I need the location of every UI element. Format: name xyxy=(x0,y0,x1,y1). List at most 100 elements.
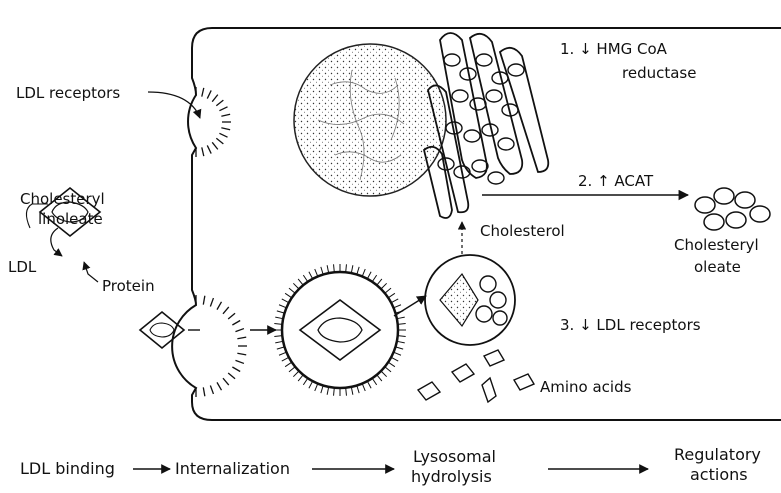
receptor-mark xyxy=(223,378,229,385)
lysosome-droplets xyxy=(476,276,507,325)
coated-vesicle-bristle xyxy=(309,272,313,279)
coated-vesicle-bristle xyxy=(334,388,335,396)
coated-vesicle-bristle xyxy=(372,378,376,385)
flow-ldl-binding: LDL binding xyxy=(20,459,115,478)
receptor-mark xyxy=(235,329,243,332)
coated-vesicle-bristle xyxy=(289,288,295,293)
coated-vesicle-bristle xyxy=(396,347,404,349)
coated-vesicle-bristle xyxy=(327,387,329,395)
receptor-mark xyxy=(221,114,230,116)
coated-vesicle-bristle xyxy=(372,275,376,282)
coated-vesicle-bristle xyxy=(279,305,286,308)
coated-vesicle-bristle xyxy=(391,357,398,361)
receptor-mark xyxy=(203,296,205,305)
coated-vesicle-bristle xyxy=(315,384,318,391)
label-ldl: LDL xyxy=(8,258,37,276)
er-vesicle xyxy=(508,64,524,76)
coated-vesicle-bristle xyxy=(321,267,323,275)
er-vesicle xyxy=(464,130,480,142)
coated-vesicle-bristle xyxy=(346,388,347,396)
receptor-mark xyxy=(210,298,213,306)
er-vesicle xyxy=(498,138,514,150)
receptor-mark xyxy=(207,90,211,98)
coated-vesicle-bristle xyxy=(346,264,347,272)
er-vesicle xyxy=(444,54,460,66)
coated-vesicle-bristle xyxy=(303,275,307,282)
receptor-mark xyxy=(232,367,240,372)
vesicle-ldl-particle xyxy=(300,300,380,360)
flow-internalization: Internalization xyxy=(175,459,290,478)
receptor-mark xyxy=(223,307,229,314)
ldl-particle-approaching xyxy=(140,312,184,348)
receptor-mark xyxy=(217,382,222,390)
coated-vesicle-bristle xyxy=(298,279,303,285)
er-vesicle xyxy=(452,90,468,102)
coated-vesicle-bristle xyxy=(274,336,282,337)
coated-vesicle-bristle xyxy=(398,336,406,337)
ldl-particle-approaching-core xyxy=(150,323,174,337)
cholesteryl-oleate-droplets xyxy=(695,188,770,230)
receptor-mark xyxy=(210,385,213,393)
receptor-mark xyxy=(235,360,243,363)
coated-vesicle-bristle xyxy=(357,386,359,394)
coated-vesicle-bristle xyxy=(289,367,295,372)
coated-vesicle-bristle xyxy=(398,324,406,325)
receptor-mark xyxy=(221,128,230,130)
receptor-mark xyxy=(217,302,222,310)
receptor-mark xyxy=(212,142,218,149)
coated-vesicle-bristle xyxy=(397,317,405,319)
arrow-protein-label xyxy=(84,262,98,282)
receptor-mark xyxy=(219,133,227,137)
flow-regulatory-2: actions xyxy=(690,465,748,484)
arrow-linoleate-label xyxy=(51,228,62,256)
coated-vesicle-bristle xyxy=(394,305,401,308)
coated-vesicle-bristle xyxy=(277,311,285,313)
coated-vesicle-bristle xyxy=(293,283,299,289)
receptor-mark xyxy=(212,95,218,102)
label-cholesteryl-linoleate-1: Cholesteryl xyxy=(20,190,105,208)
coated-vesicle-bristle xyxy=(282,357,289,361)
label-step3-ldl-receptors: 3. ↓ LDL receptors xyxy=(560,316,701,334)
coated-vesicle-bristle xyxy=(275,317,283,319)
receptor-mark xyxy=(202,147,204,156)
er-vesicle xyxy=(486,90,502,102)
receptor-mark xyxy=(237,337,246,339)
coated-vesicle-bristle xyxy=(397,341,405,343)
coated-vesicle-bristle xyxy=(279,352,286,355)
label-step1-line1: 1. ↓ HMG CoA xyxy=(560,40,668,58)
er-vesicle xyxy=(476,54,492,66)
coated-vesicle-bristle xyxy=(274,324,282,325)
coated-vesicle-bristles xyxy=(274,264,406,396)
receptor-mark xyxy=(232,321,240,326)
lower-coated-pit xyxy=(196,295,247,397)
label-step2-acat: 2. ↑ ACAT xyxy=(578,172,654,190)
coated-vesicle-bristle xyxy=(362,269,365,276)
lysosome-ldl-fragment xyxy=(440,274,478,326)
arrow-ldl-receptors-label xyxy=(148,92,200,118)
upper-coated-pit xyxy=(196,87,231,157)
amino-acid-fragments xyxy=(418,350,534,402)
receptor-mark xyxy=(202,88,204,97)
label-cholesteryl-linoleate-2: linoleate xyxy=(38,210,103,228)
coated-vesicle-bristle xyxy=(381,371,387,377)
flow-lysosomal-2: hydrolysis xyxy=(411,467,492,486)
label-step1-line2: reductase xyxy=(622,64,696,82)
coated-vesicle-bristle xyxy=(367,272,371,279)
coated-vesicle-bristle xyxy=(298,375,303,381)
receptor-mark xyxy=(216,138,223,144)
label-cholesterol: Cholesterol xyxy=(480,222,565,240)
coated-vesicle-bristle xyxy=(385,288,391,293)
coated-vesicle-bristle xyxy=(327,265,329,273)
coated-vesicle-bristle xyxy=(315,269,318,276)
receptor-mark xyxy=(216,100,223,106)
label-ldl-receptors: LDL receptors xyxy=(16,84,120,102)
coated-vesicle-bristle xyxy=(334,264,335,272)
coated-vesicle-bristle xyxy=(303,378,307,385)
label-cholesteryl-oleate-1: Cholesteryl xyxy=(674,236,759,254)
coated-vesicle-bristle xyxy=(351,265,353,273)
coated-vesicle-bristle xyxy=(321,386,323,394)
flow-regulatory-1: Regulatory xyxy=(674,445,761,464)
flow-lysosomal-1: Lysosomal xyxy=(413,447,496,466)
coated-vesicle-bristle xyxy=(351,387,353,395)
